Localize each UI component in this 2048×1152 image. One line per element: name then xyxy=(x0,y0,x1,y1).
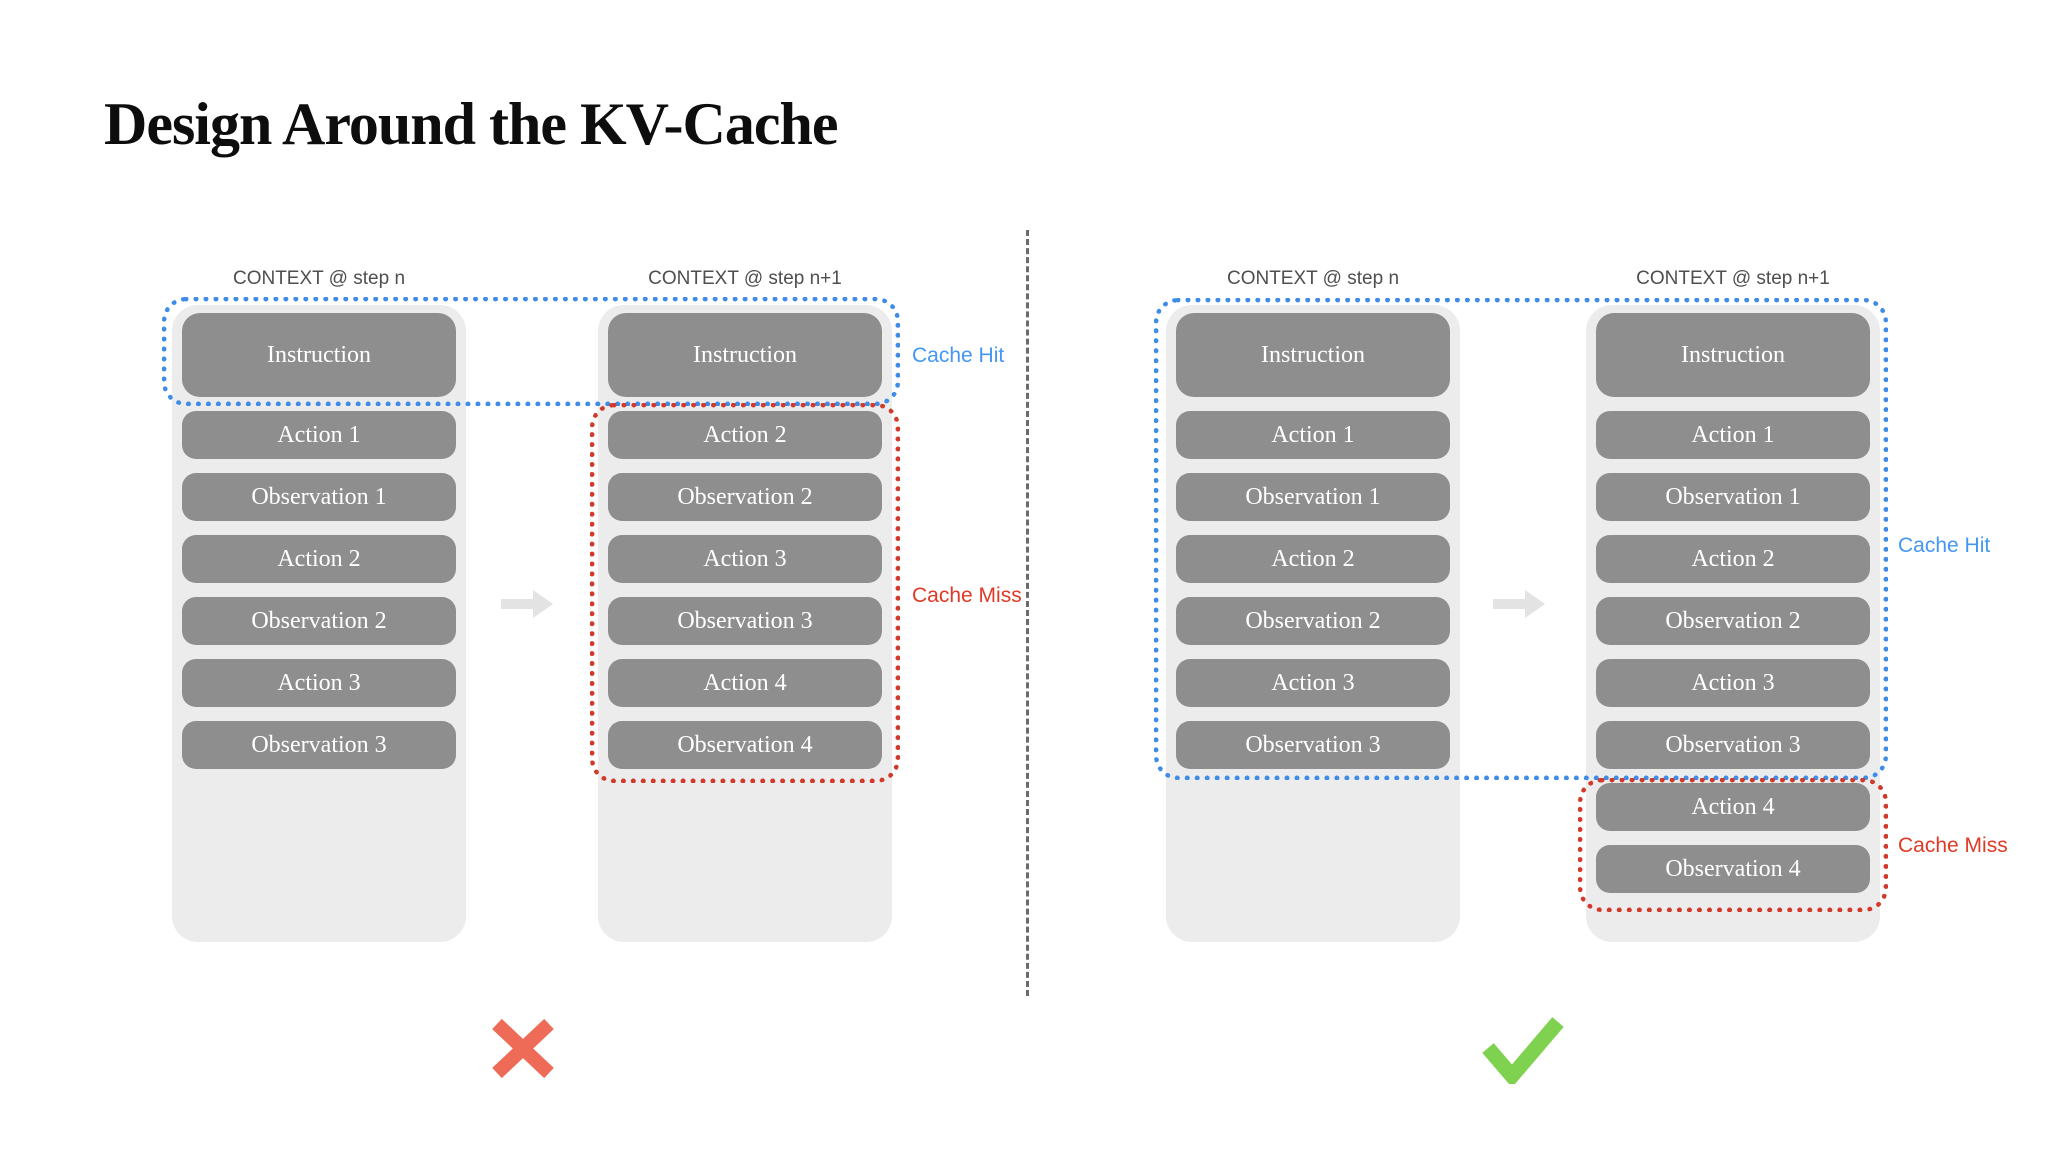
context-block: Observation 3 xyxy=(1176,721,1450,769)
arrow-right-icon xyxy=(501,590,555,618)
cache-miss-label: Cache Miss xyxy=(912,584,1022,607)
context-block: Observation 3 xyxy=(1596,721,1870,769)
column-header: CONTEXT @ step n xyxy=(232,268,406,289)
arrow-stem xyxy=(1493,599,1525,609)
arrow-head xyxy=(1525,590,1545,618)
context-block: Instruction xyxy=(182,313,456,397)
context-block: Observation 2 xyxy=(1176,597,1450,645)
context-block: Observation 3 xyxy=(182,721,456,769)
column-header: CONTEXT @ step n+1 xyxy=(648,268,842,289)
cache-hit-label: Cache Hit xyxy=(1898,534,1991,557)
arrow-head xyxy=(533,590,553,618)
arrow-right-icon xyxy=(1493,590,1547,618)
context-block: Action 4 xyxy=(608,659,882,707)
context-block: Observation 2 xyxy=(1596,597,1870,645)
page-title: Design Around the KV-Cache xyxy=(104,91,838,157)
cache-miss-label: Cache Miss xyxy=(1898,834,2008,857)
cross-icon xyxy=(488,1015,558,1086)
context-block: Action 4 xyxy=(1596,783,1870,831)
arrow-stem xyxy=(501,599,533,609)
context-block: Action 3 xyxy=(608,535,882,583)
context-block: Observation 3 xyxy=(608,597,882,645)
context-block: Action 1 xyxy=(1596,411,1870,459)
cache-hit-label: Cache Hit xyxy=(912,344,1005,367)
context-block: Observation 4 xyxy=(1596,845,1870,893)
check-icon xyxy=(1481,1016,1565,1089)
context-block: Action 2 xyxy=(1176,535,1450,583)
context-block: Action 3 xyxy=(1596,659,1870,707)
column-header: CONTEXT @ step n+1 xyxy=(1636,268,1830,289)
context-block: Observation 1 xyxy=(1596,473,1870,521)
column-header: CONTEXT @ step n xyxy=(1226,268,1400,289)
context-block: Action 2 xyxy=(182,535,456,583)
context-block: Observation 1 xyxy=(182,473,456,521)
context-block: Instruction xyxy=(608,313,882,397)
context-block: Action 2 xyxy=(1596,535,1870,583)
context-block: Action 3 xyxy=(182,659,456,707)
context-block: Observation 4 xyxy=(608,721,882,769)
context-block: Action 1 xyxy=(182,411,456,459)
context-block: Action 2 xyxy=(608,411,882,459)
panel-divider-dashed-line xyxy=(1026,230,1029,996)
context-block: Instruction xyxy=(1596,313,1870,397)
context-block: Observation 2 xyxy=(608,473,882,521)
context-block: Action 1 xyxy=(1176,411,1450,459)
context-block: Action 3 xyxy=(1176,659,1450,707)
context-block: Observation 2 xyxy=(182,597,456,645)
context-block: Instruction xyxy=(1176,313,1450,397)
context-block: Observation 1 xyxy=(1176,473,1450,521)
